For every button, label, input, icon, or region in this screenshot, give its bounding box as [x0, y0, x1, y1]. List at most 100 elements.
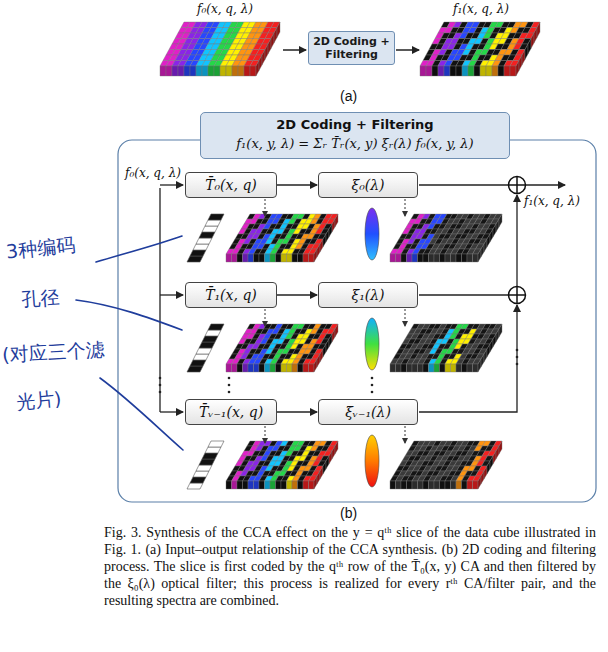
cube-face	[259, 364, 265, 372]
cube-face	[390, 481, 396, 489]
cube-face	[268, 39, 271, 55]
cube-face	[232, 254, 238, 262]
cube-face	[270, 481, 276, 489]
cube-face	[481, 471, 484, 484]
cube-face	[440, 481, 446, 489]
input-bus	[159, 188, 160, 412]
filter-box: ξᵥ₋₁(λ)	[318, 399, 418, 425]
coded-aperture-box: T̄ᵥ₋₁(x, q)	[185, 399, 277, 425]
signal-label: f₀(x, q, λ)	[196, 2, 254, 16]
cube-face	[493, 451, 496, 464]
cube-face	[484, 349, 487, 362]
summer-symbol	[509, 287, 526, 304]
box-label: T̄ᵥ₋₁(x, q)	[192, 400, 270, 424]
cube-face	[429, 254, 435, 262]
cube-face	[184, 66, 190, 76]
cube-face	[317, 471, 320, 484]
cube-face	[486, 66, 492, 76]
cube-face	[467, 364, 473, 372]
data-cubes	[160, 22, 540, 489]
wire	[516, 195, 517, 286]
cube-face	[303, 481, 309, 489]
cube-face	[478, 359, 481, 372]
cube-face	[528, 39, 531, 55]
handwritten-note: 孔径	[21, 285, 61, 314]
cube-face	[254, 364, 260, 372]
filter-lens	[365, 435, 379, 487]
cube-face	[499, 441, 502, 454]
cube-face	[276, 254, 282, 262]
cube-face	[480, 66, 486, 76]
cube-face	[390, 364, 396, 372]
cube-face	[314, 359, 317, 372]
cube-face	[270, 364, 276, 372]
cube-face	[490, 456, 493, 469]
code-strip-cell	[187, 483, 203, 489]
cube-face	[226, 66, 232, 76]
cube-face	[434, 254, 440, 262]
cube-face	[292, 481, 298, 489]
code-strip-cell	[187, 256, 203, 262]
cube-face	[314, 249, 317, 262]
cube-face	[276, 481, 282, 489]
data-cube	[390, 214, 502, 262]
signal-label: f₁(x, q, λ)	[452, 2, 510, 16]
cube-face	[214, 66, 220, 76]
cube-face	[287, 481, 293, 489]
cube-face	[498, 66, 504, 76]
cube-face	[248, 481, 254, 489]
cube-face	[516, 61, 519, 77]
cube-face	[309, 481, 315, 489]
cube-face	[440, 254, 446, 262]
wire	[419, 305, 517, 412]
cube-face	[401, 481, 407, 489]
cube-face	[473, 481, 479, 489]
cube-face	[481, 354, 484, 367]
connector-arrow	[277, 294, 317, 295]
data-cube	[226, 214, 338, 262]
wire	[419, 184, 508, 185]
cube-face	[490, 229, 493, 242]
cube-face	[232, 364, 238, 372]
wire	[526, 184, 565, 185]
ellipsis-dots	[159, 349, 519, 394]
coded-aperture-box: T̄₁(x, q)	[185, 282, 277, 308]
cube-face	[317, 354, 320, 367]
cube-face	[473, 254, 479, 262]
cube-face	[326, 339, 329, 352]
connector-arrow	[277, 411, 317, 412]
cube-face	[534, 28, 537, 44]
cube-face	[456, 364, 462, 372]
cube-face	[462, 364, 468, 372]
cube-face	[418, 254, 424, 262]
cube-face	[445, 254, 451, 262]
cube-face	[468, 66, 474, 76]
cube-face	[335, 441, 338, 454]
cube-face	[493, 224, 496, 237]
cube-face	[166, 66, 172, 76]
cube-face	[423, 364, 429, 372]
wire	[160, 294, 183, 295]
coded-aperture-box: T̄₀(x, q)	[185, 172, 277, 198]
cube-face	[429, 364, 435, 372]
cube-face	[473, 364, 479, 372]
cube-face	[423, 481, 429, 489]
cube-face	[281, 254, 287, 262]
cube-face	[226, 254, 232, 262]
filter-lens	[365, 208, 379, 260]
code-strip-cell	[193, 244, 209, 250]
cube-face	[329, 451, 332, 464]
cube-face	[510, 66, 516, 76]
figure-caption: Fig. 3. Synthesis of the CCA effect on t…	[104, 524, 596, 609]
cube-face	[259, 481, 265, 489]
code-strip-cell	[205, 447, 221, 453]
cube-face	[309, 364, 315, 372]
cube-face	[481, 244, 484, 257]
cube-face	[487, 344, 490, 357]
data-cube	[420, 22, 540, 76]
cube-face	[243, 254, 249, 262]
cube-face	[456, 254, 462, 262]
code-strip-cell	[190, 477, 206, 483]
filter-box: ξ₀(λ)	[318, 172, 418, 198]
box-label: 2D Coding + Filtering	[207, 116, 503, 134]
